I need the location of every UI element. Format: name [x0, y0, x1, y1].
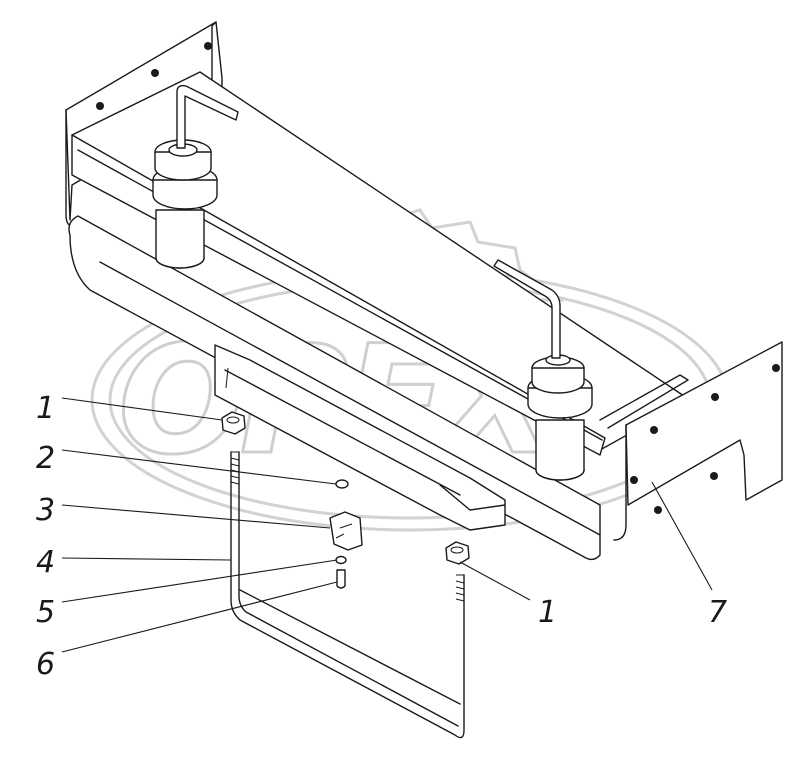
- bolt-hole-icon: [151, 69, 159, 77]
- pin-icon: [336, 569, 346, 589]
- washer-icon: [335, 555, 347, 565]
- callout-5-washer: 5: [36, 595, 55, 630]
- bolt-hole-icon: [710, 472, 718, 480]
- callout-3-clip: 3: [36, 493, 55, 528]
- nut-left-icon: [221, 411, 246, 435]
- right-post: [493, 259, 593, 481]
- left-post: [152, 84, 239, 269]
- bolt-hole-icon: [204, 42, 212, 50]
- callout-2-small-nut: 2: [36, 441, 55, 476]
- bolt-hole-icon: [650, 426, 658, 434]
- callout-6-pin: 6: [36, 647, 55, 682]
- bolt-hole-icon: [711, 393, 719, 401]
- callout-1-nut-right: 1: [538, 595, 557, 630]
- bolt-hole-icon: [630, 476, 638, 484]
- small-nut-icon: [335, 479, 349, 489]
- bolt-hole-icon: [654, 506, 662, 514]
- bolt-hole-icon: [772, 364, 780, 372]
- leader-lines: [61, 397, 713, 653]
- clip-icon: [329, 511, 363, 551]
- right-bracket: [599, 341, 783, 541]
- callout-7-bracket: 7: [708, 595, 727, 630]
- callout-1-nut: 1: [36, 391, 55, 426]
- nut-right-icon: [445, 541, 470, 565]
- bolt-hole-icon: [96, 102, 104, 110]
- callout-4-u-bolt: 4: [36, 545, 55, 580]
- u-bolt: [230, 451, 465, 739]
